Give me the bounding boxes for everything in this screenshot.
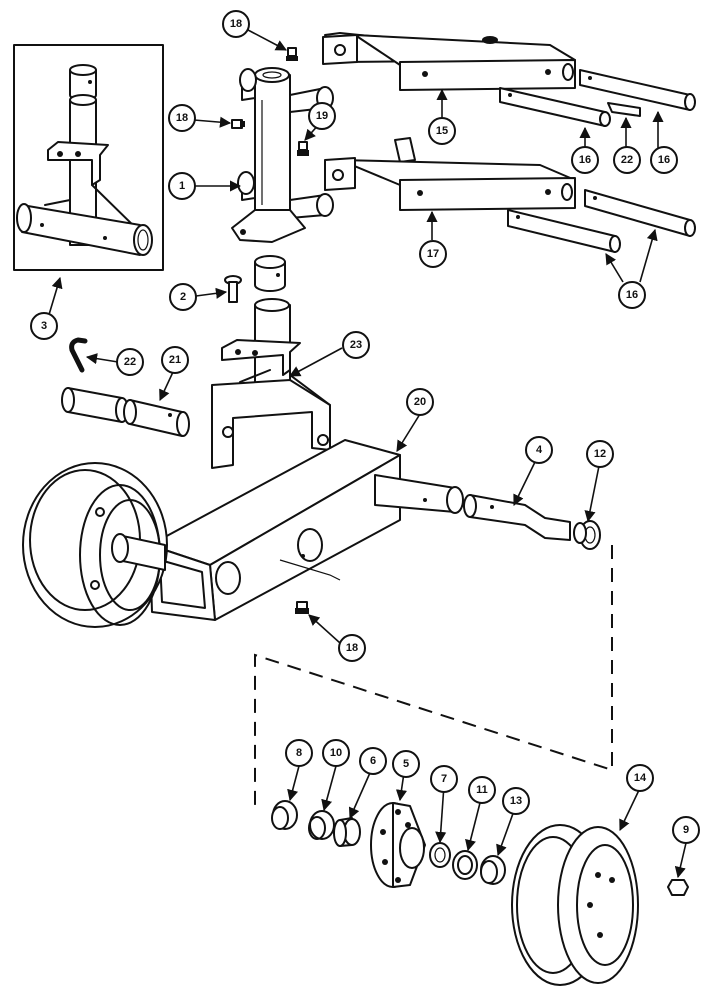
- pin-16-upper-mid: [499, 87, 611, 127]
- grease-fitting-18-bottom: [295, 601, 309, 614]
- leader-lines: [47, 29, 687, 879]
- callout-18-bottom: 18: [338, 634, 366, 662]
- callout-label: 18: [346, 642, 358, 654]
- callout-18-top: 18: [222, 10, 250, 38]
- part-4-spindle: [463, 494, 571, 541]
- callout-21: 21: [161, 346, 189, 374]
- callout-9: 9: [672, 816, 700, 844]
- grease-fitting-18-top: [286, 47, 298, 61]
- callout-16-c: 16: [618, 281, 646, 309]
- grease-fitting-19: [297, 141, 309, 156]
- callout-11: 11: [468, 776, 496, 804]
- grease-fitting-18-mid: [231, 119, 245, 129]
- callout-label: 21: [169, 354, 181, 366]
- callout-15: 15: [428, 117, 456, 145]
- callout-label: 6: [370, 755, 376, 767]
- callout-3: 3: [30, 312, 58, 340]
- callout-20: 20: [406, 388, 434, 416]
- callout-7: 7: [430, 765, 458, 793]
- pin-16-lower-left: [507, 209, 621, 253]
- callout-label: 5: [403, 758, 409, 770]
- callout-1: 1: [168, 172, 196, 200]
- callout-label: 8: [296, 747, 302, 759]
- part-1-pivot-tube: [231, 67, 334, 243]
- callout-label: 16: [658, 154, 670, 166]
- assembly-dashed-line: [254, 545, 613, 805]
- part-20-axle-beam: [149, 439, 464, 621]
- callout-17: 17: [419, 240, 447, 268]
- callout-label: 15: [436, 125, 448, 137]
- callout-label: 18: [230, 18, 242, 30]
- inset-detail-part-3: [13, 44, 164, 271]
- callout-label: 9: [683, 824, 689, 836]
- part-7-cup: [429, 842, 451, 868]
- callout-label: 12: [594, 448, 606, 460]
- part-17-lower-arm: [324, 137, 576, 211]
- callout-12: 12: [586, 440, 614, 468]
- part-9-nut: [667, 879, 689, 896]
- left-wheel: [22, 462, 168, 628]
- part-10-bearing: [308, 810, 335, 840]
- callout-label: 14: [634, 772, 647, 784]
- callout-label: 23: [350, 339, 362, 351]
- callout-label: 11: [476, 784, 488, 796]
- part-14-wheel: [511, 824, 639, 986]
- callout-8: 8: [285, 739, 313, 767]
- part-13-cap: [480, 855, 506, 885]
- callout-label: 18: [176, 112, 188, 124]
- callout-label: 16: [626, 289, 638, 301]
- part-21-pins: [61, 387, 190, 437]
- callout-6: 6: [359, 747, 387, 775]
- callout-label: 3: [41, 320, 47, 332]
- callout-13: 13: [502, 787, 530, 815]
- pin-16-upper-right: [579, 69, 696, 111]
- callout-label: 4: [536, 444, 543, 456]
- callout-22-b: 22: [116, 348, 144, 376]
- callout-10: 10: [322, 739, 350, 767]
- part-15-upper-arm: [322, 32, 576, 91]
- callout-label: 20: [414, 396, 426, 408]
- callout-19: 19: [308, 102, 336, 130]
- callout-4: 4: [525, 436, 553, 464]
- part-11-bearing: [452, 850, 478, 880]
- callout-label: 7: [441, 773, 447, 785]
- part-5-hub: [370, 802, 426, 888]
- part-12-seal: [573, 520, 601, 550]
- callout-label: 13: [510, 795, 522, 807]
- callout-5: 5: [392, 750, 420, 778]
- part-2-bolt: [224, 275, 242, 303]
- part-8-seal: [271, 800, 298, 830]
- pin-22-small-rod: [607, 102, 641, 117]
- callout-label: 17: [427, 248, 439, 260]
- callout-label: 22: [124, 356, 136, 368]
- callout-label: 2: [180, 291, 186, 303]
- callout-label: 16: [579, 154, 591, 166]
- callout-label: 19: [316, 110, 328, 122]
- callout-label: 10: [330, 747, 342, 759]
- callout-2: 2: [169, 283, 197, 311]
- pin-16-lower-right: [584, 189, 696, 237]
- callout-label: 22: [621, 154, 633, 166]
- callout-16-a: 16: [571, 146, 599, 174]
- callout-18-mid: 18: [168, 104, 196, 132]
- part-6-cup: [333, 817, 361, 847]
- part-22-hook-pin: [69, 337, 88, 373]
- callout-22-a: 22: [613, 146, 641, 174]
- callout-14: 14: [626, 764, 654, 792]
- callout-label: 1: [179, 180, 185, 192]
- callout-16-b: 16: [650, 146, 678, 174]
- callout-23: 23: [342, 331, 370, 359]
